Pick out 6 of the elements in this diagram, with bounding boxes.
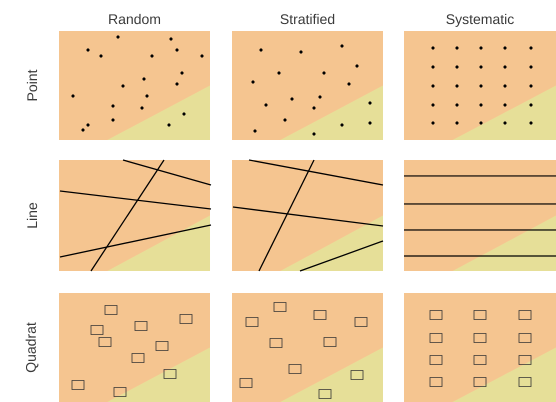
row-header: Line <box>26 202 38 228</box>
row-header: Point <box>26 70 38 100</box>
column-header: Systematic <box>446 14 514 27</box>
row-header: Quadrat <box>26 322 38 372</box>
column-header: Stratified <box>280 14 334 24</box>
column-header: Random <box>109 14 160 24</box>
